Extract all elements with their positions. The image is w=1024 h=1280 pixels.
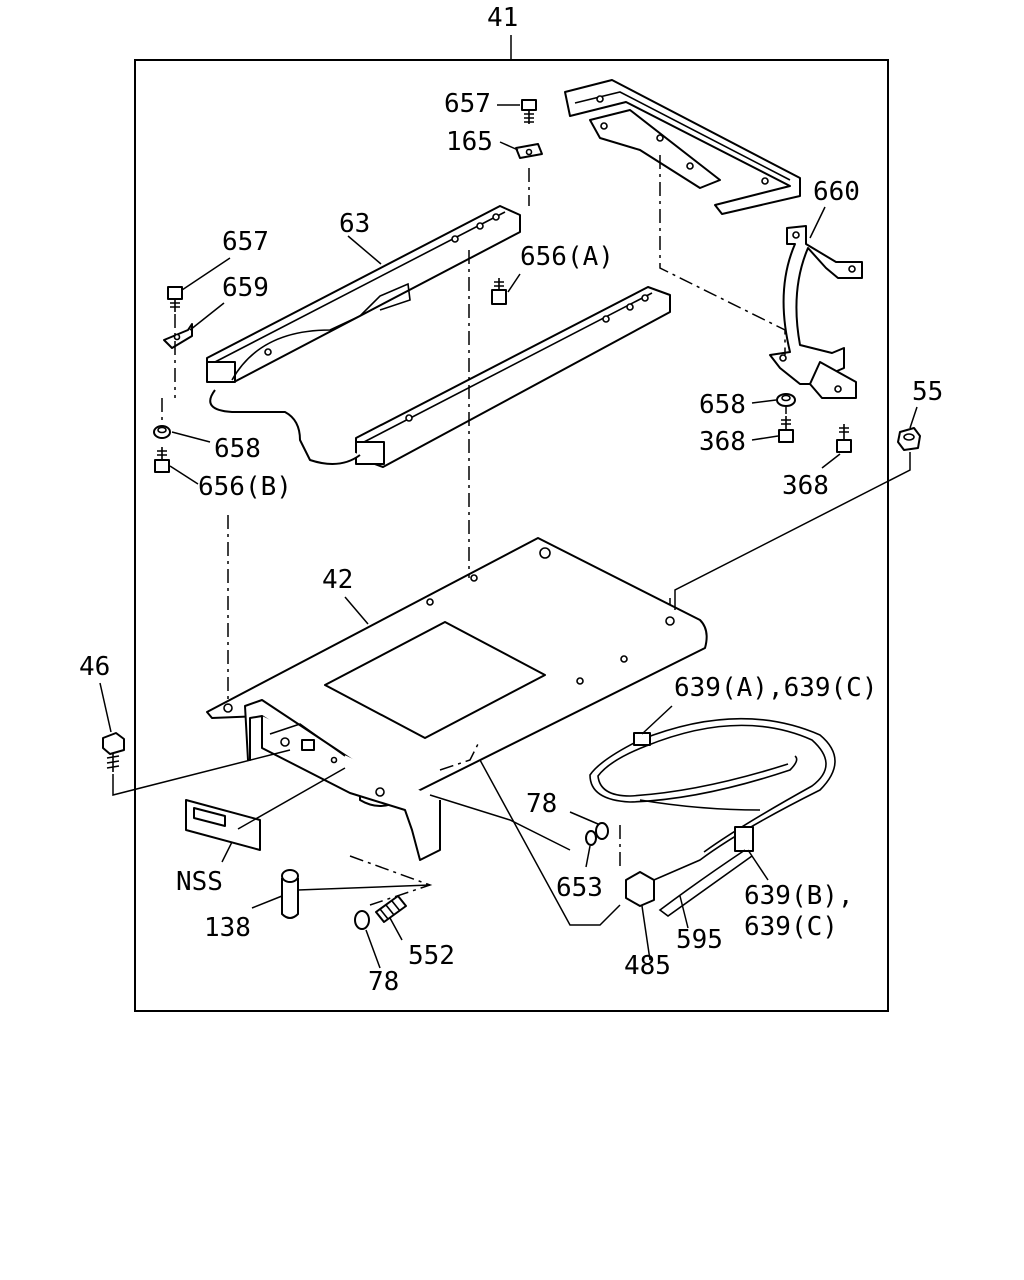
label-368-left: 368 xyxy=(699,427,746,457)
label-657-top: 657 xyxy=(444,89,491,119)
nut-658-right xyxy=(776,393,796,407)
oring-653 xyxy=(585,830,597,846)
label-659: 659 xyxy=(222,273,269,303)
bolt-656a xyxy=(491,278,507,305)
label-41: 41 xyxy=(487,3,518,33)
bracket-660 xyxy=(769,225,863,399)
part-labels: 41 657 165 63 656(A) 657 659 658 656(B) … xyxy=(79,3,943,997)
label-42: 42 xyxy=(322,565,353,595)
label-78-bottom: 78 xyxy=(368,967,399,997)
pin-138 xyxy=(281,869,299,919)
label-656a: 656(A) xyxy=(520,242,614,272)
label-368-right: 368 xyxy=(782,471,829,501)
label-660: 660 xyxy=(813,177,860,207)
label-138: 138 xyxy=(204,913,251,943)
seat-base-42 xyxy=(206,537,708,861)
label-656b: 656(B) xyxy=(198,472,292,502)
label-639b-line2: 639(C) xyxy=(744,912,838,942)
label-658-right: 658 xyxy=(699,390,746,420)
bolt-656b xyxy=(154,447,170,473)
nut-55 xyxy=(897,427,921,451)
label-78-top: 78 xyxy=(526,789,557,819)
fastener-657-left xyxy=(167,286,183,312)
fastener-657-top xyxy=(521,99,537,124)
label-46: 46 xyxy=(79,652,110,682)
nut-658-left xyxy=(153,425,171,439)
oring-78-bottom xyxy=(354,910,370,930)
label-658-left: 658 xyxy=(214,434,261,464)
label-639b-line1: 639(B), xyxy=(744,881,854,911)
floor-frame xyxy=(564,79,801,215)
label-653: 653 xyxy=(556,873,603,903)
assembly-chain-lines xyxy=(161,155,787,906)
seat-rails-63 xyxy=(206,205,671,468)
oring-78-top xyxy=(595,822,609,840)
bolt-368-right xyxy=(836,424,852,453)
label-552: 552 xyxy=(408,941,455,971)
fitting-552 xyxy=(375,895,407,923)
label-657-left: 657 xyxy=(222,227,269,257)
wire-harness-639 xyxy=(589,717,836,917)
label-485: 485 xyxy=(624,951,671,981)
label-639ac: 639(A),639(C) xyxy=(674,673,878,703)
label-nss: NSS xyxy=(176,867,223,897)
leader-lines xyxy=(99,104,918,969)
label-63: 63 xyxy=(339,209,370,239)
bolt-46 xyxy=(102,732,125,772)
bolt-368-left xyxy=(778,416,794,443)
washer-659 xyxy=(163,323,193,349)
connector-485 xyxy=(625,871,655,907)
washer-165 xyxy=(515,143,543,159)
label-595: 595 xyxy=(676,925,723,955)
label-55: 55 xyxy=(912,377,943,407)
label-165: 165 xyxy=(446,127,493,157)
nss-plate xyxy=(185,799,261,851)
